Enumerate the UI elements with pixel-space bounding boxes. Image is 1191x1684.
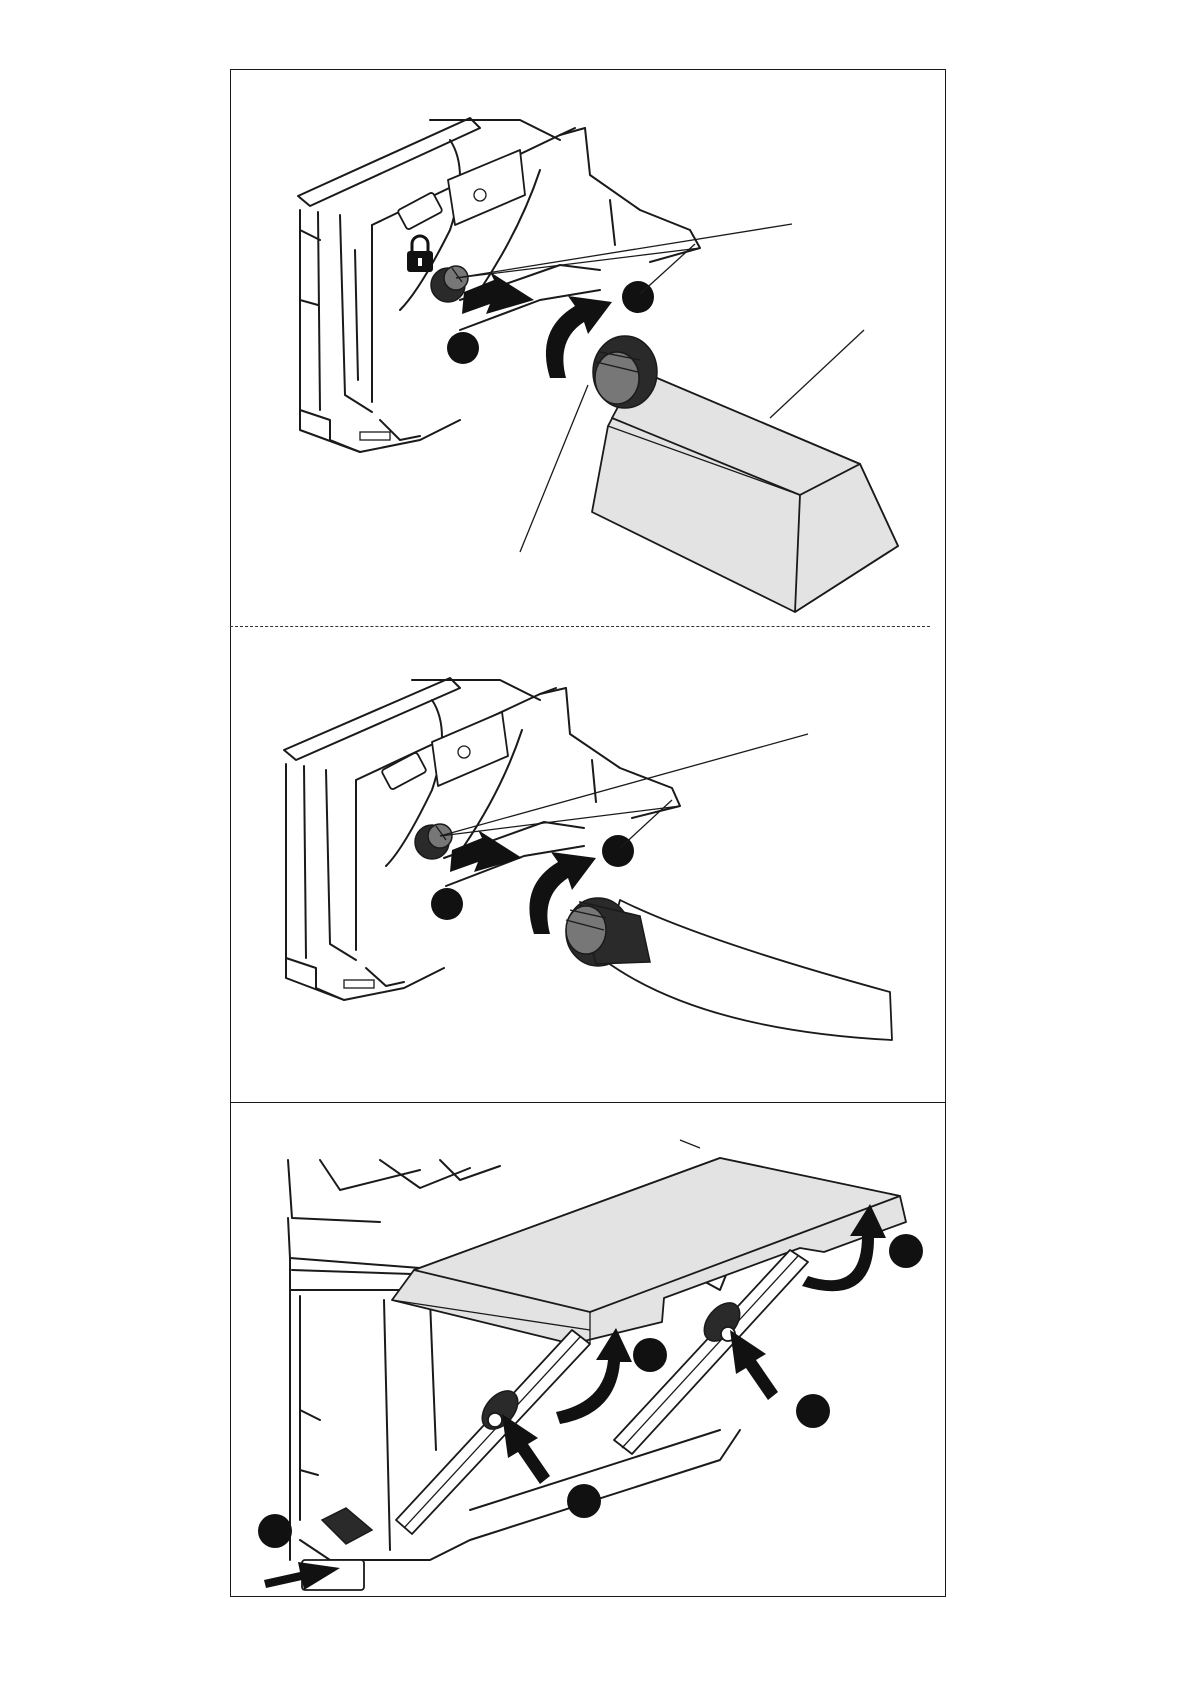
push-arrow-3c	[730, 1330, 778, 1400]
connector-port-1	[431, 266, 468, 302]
connector-port-2	[415, 824, 452, 859]
callout-marker-3a	[258, 1514, 292, 1548]
callout-marker-3d	[796, 1394, 830, 1428]
panel-2-illustration	[284, 678, 892, 1040]
callout-marker-3e	[889, 1234, 923, 1268]
callout-marker-3b	[567, 1484, 601, 1518]
callout-marker-2a	[431, 888, 463, 920]
callout-marker-3c	[633, 1338, 667, 1372]
panel-3-illustration	[258, 1140, 923, 1590]
extension-table	[392, 1140, 906, 1344]
dust-adapter-block	[592, 336, 898, 612]
hose-connector	[566, 898, 892, 1040]
push-arrow-2	[450, 830, 522, 872]
lock-icon	[407, 236, 433, 272]
callout-marker-1a	[447, 332, 479, 364]
push-arrow-3b	[502, 1414, 550, 1484]
panel-1-illustration	[298, 118, 898, 612]
release-lever	[322, 1508, 372, 1544]
